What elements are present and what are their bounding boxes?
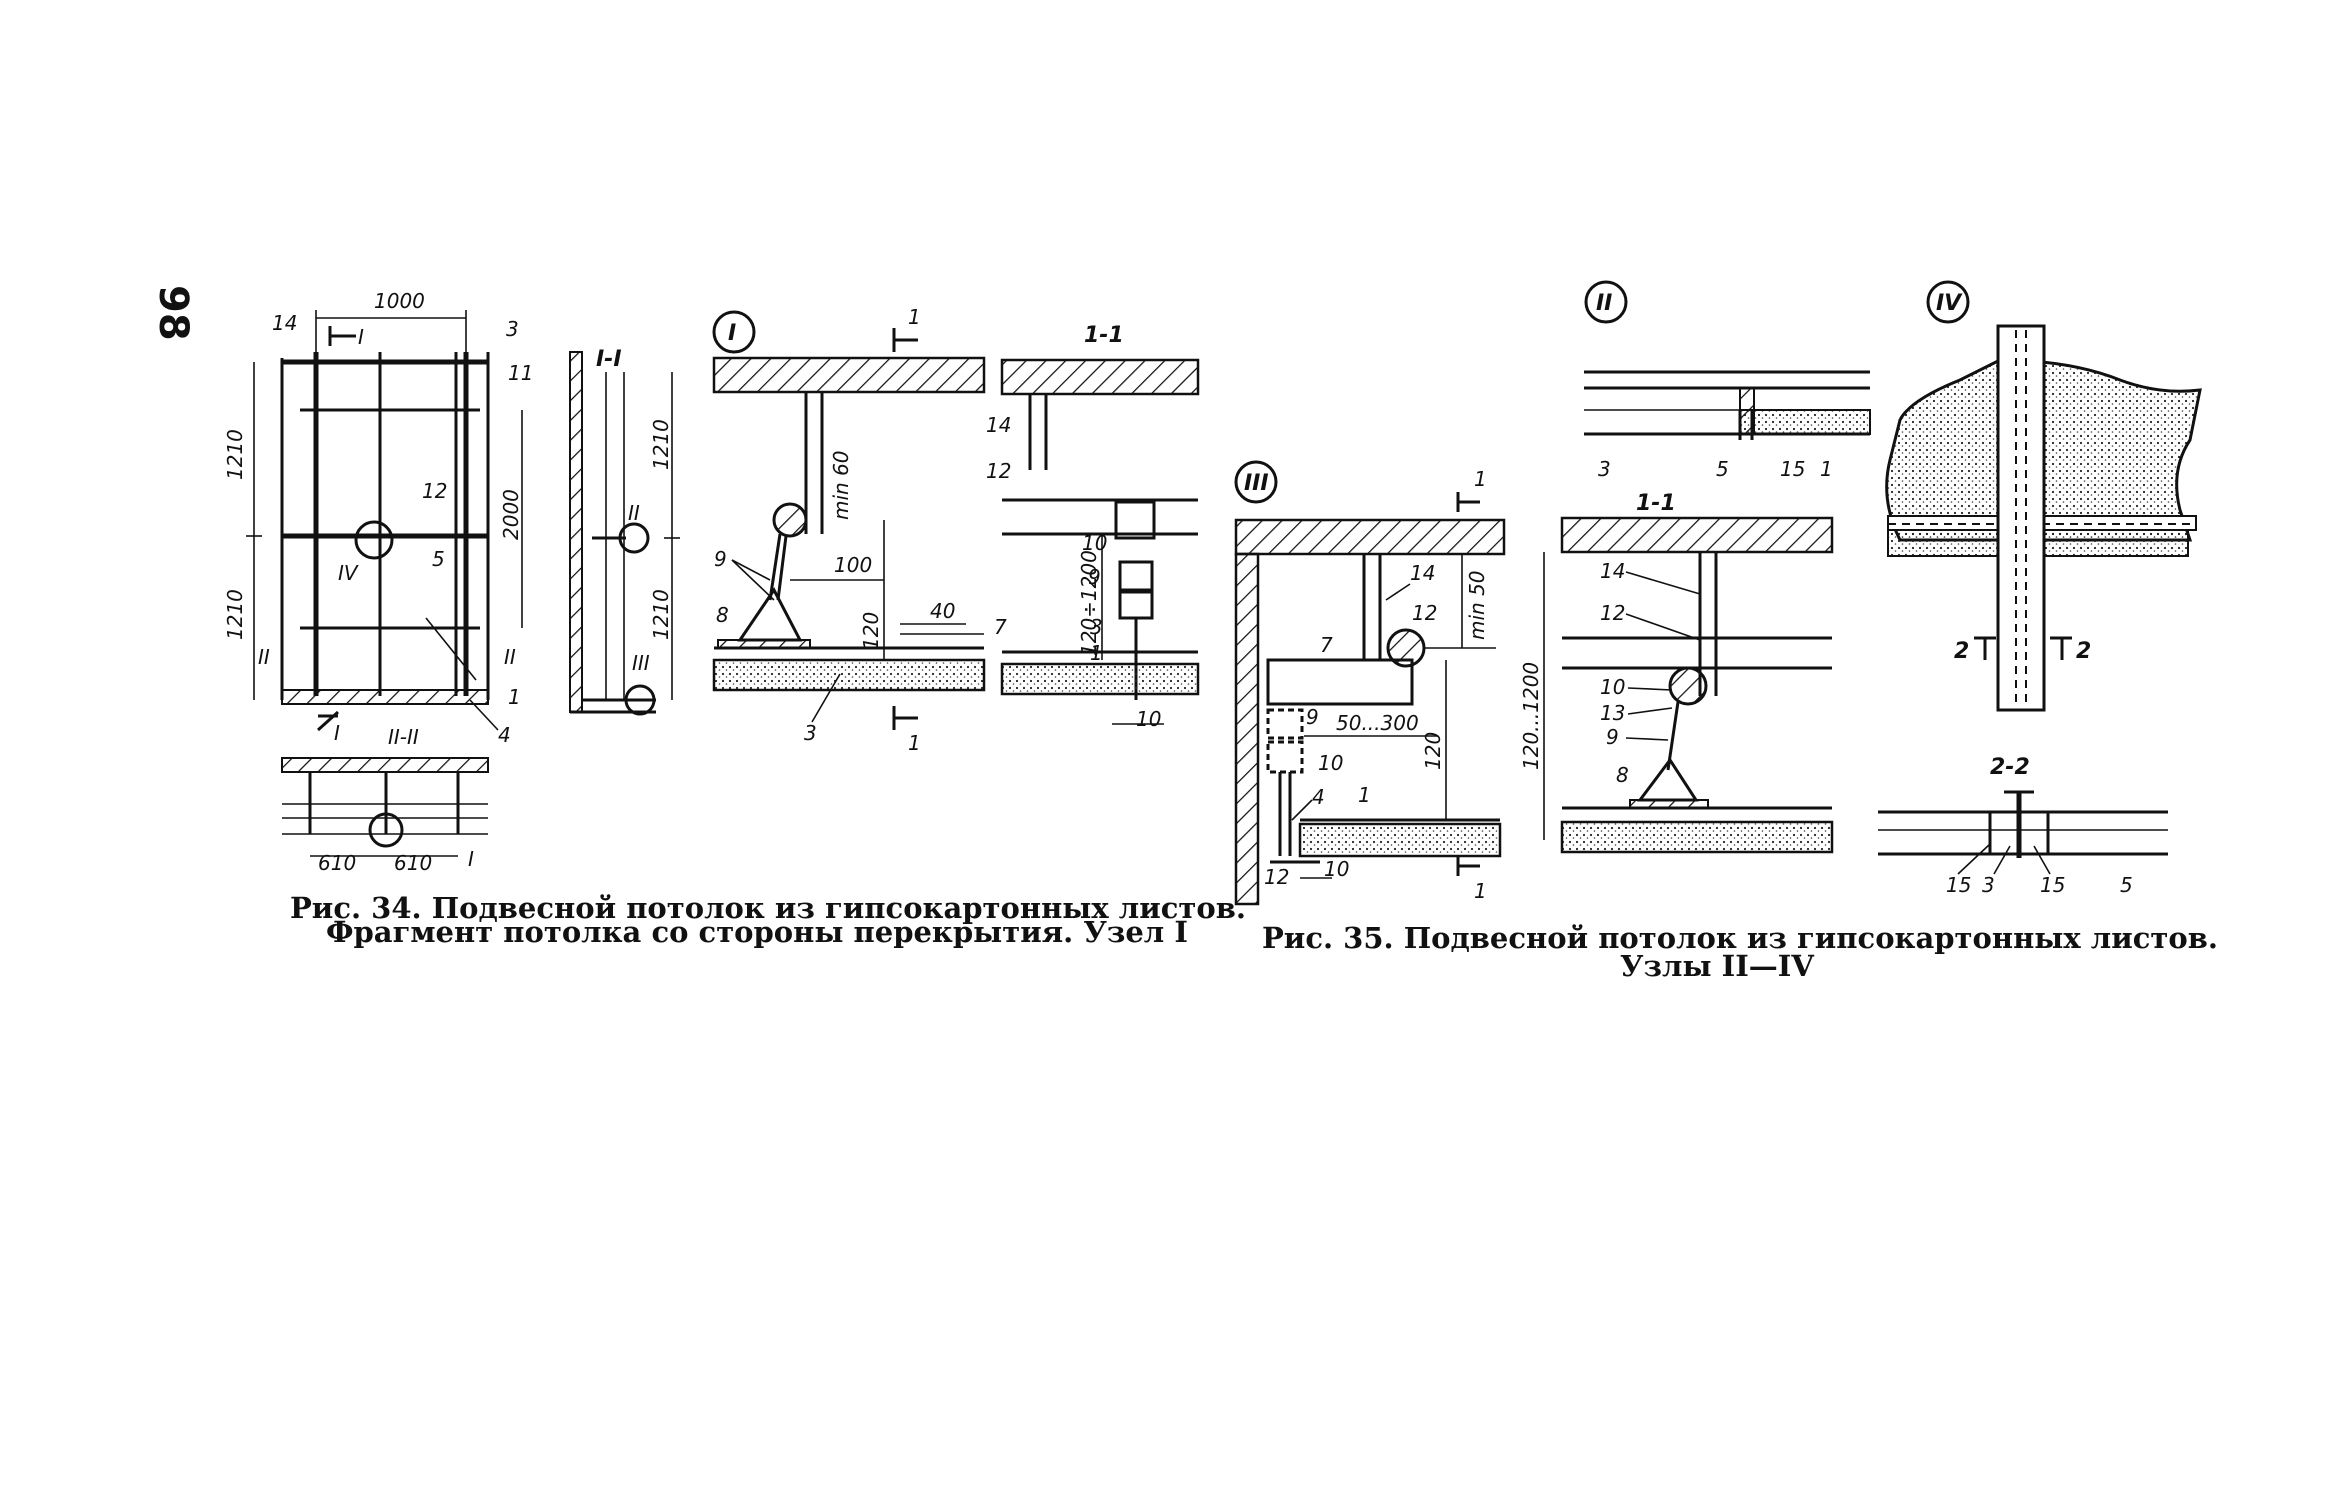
node-iii-callout-7: 7 (1320, 633, 1333, 657)
section-ii-ii-dim-left: 610 (318, 851, 356, 875)
fig34-caption-line2: Фрагмент потолка со стороны перекрытия. … (326, 915, 1188, 949)
node-i-dim-100: 100 (834, 553, 872, 577)
fig35-node-iii: III 1 min 50 120 50...300 10 14 12 (1234, 460, 1506, 906)
fig34-node-i: I 1 100 min 60 120 40 9 8 3 7 (712, 305, 1007, 755)
page-number: 98 (150, 285, 196, 341)
plan-node-ii: II (504, 645, 516, 669)
node-iii-dim-120: 120 (1421, 732, 1445, 770)
node-ii-dim-range: 120...1200 (1519, 662, 1543, 770)
section-1-1-title: 1-1 (1084, 323, 1124, 348)
plan-dim-right: 2000 (499, 489, 523, 540)
section-ii-ii-node: I (468, 847, 474, 871)
node-iv-section-title: 2-2 (1990, 755, 2030, 780)
plan-node-ii-left: II (258, 645, 270, 669)
section-i-i-node-iii: III (632, 651, 650, 675)
node-i-callout-9: 9 (714, 547, 727, 571)
node-iv-sec-callout-3: 3 (1982, 873, 1995, 897)
node-ii-callout-1: 1 (1820, 457, 1833, 481)
section-1-1-callout-1: 1 (1090, 641, 1103, 665)
fig35-node-ii: II 3 5 15 1 1-1 120...1200 14 12 10 13 9 (1519, 280, 1871, 854)
node-iii-callout-12: 12 (1412, 601, 1437, 625)
node-iv-section-mark-left: 2 (1954, 639, 1969, 664)
section-i-i-dim-top: 1210 (649, 419, 673, 470)
node-iv-sec-callout-15a: 15 (1946, 873, 1971, 897)
fig34-section-i-i: I-I 1210 1210 II III (569, 347, 680, 716)
node-i-dim-40: 40 (930, 599, 955, 623)
node-i-section-mark-top: 1 (908, 305, 921, 329)
section-i-i-node-ii: II (628, 501, 640, 525)
node-i-callout-3: 3 (804, 721, 817, 745)
node-iii-callout-4: 4 (1312, 785, 1325, 809)
plan-dim-1000: 1000 (374, 289, 425, 313)
plan-dim-left-top: 1210 (223, 429, 247, 480)
node-i-callout-7: 7 (994, 615, 1007, 639)
node-iii-dim-range: 50...300 (1336, 711, 1419, 735)
node-iv-sec-callout-5: 5 (2120, 873, 2133, 897)
node-iii-dim-10: 10 (1324, 857, 1349, 881)
node-ii-sec-callout-13: 13 (1600, 701, 1625, 725)
fig34-section-ii-ii: I II-II 610 610 I (281, 710, 489, 875)
node-iii-callout-1: 1 (1358, 783, 1371, 807)
section-ii-ii-title: II-II (388, 725, 419, 749)
section-1-1-callout-12: 12 (986, 459, 1011, 483)
node-iii-callout-14: 14 (1410, 561, 1435, 585)
node-ii-sec-callout-14: 14 (1600, 559, 1625, 583)
node-iv-section-mark-right: 2 (2076, 639, 2091, 664)
section-1-1-callout-10: 10 (1082, 531, 1107, 555)
fig34-caption-line1: Рис. 34. Подвесной потолок из гипсокарто… (290, 891, 1246, 925)
node-ii-sec-callout-12: 12 (1600, 601, 1625, 625)
section-1-1-dim-range: 120÷1200 (1077, 550, 1101, 656)
node-iii-title: III (1244, 471, 1269, 496)
node-i-callout-8: 8 (716, 603, 729, 627)
plan-callout-4: 4 (498, 723, 511, 747)
section-ii-ii-mark: I (334, 721, 340, 745)
plan-callout-5: 5 (432, 547, 445, 571)
node-i-section-mark-bottom: 1 (908, 731, 921, 755)
node-iii-section-mark-bottom: 1 (1474, 879, 1487, 903)
fig35-node-iv: IV 2 2 2-2 15 3 15 5 (1878, 280, 2202, 897)
node-iv-title: IV (1936, 291, 1963, 316)
node-iii-callout-10: 10 (1318, 751, 1343, 775)
node-i-dim-120: 120 (859, 612, 883, 650)
node-ii-callout-15: 15 (1780, 457, 1805, 481)
section-i-i-dim-bottom: 1210 (649, 589, 673, 640)
node-i-title: I (728, 321, 736, 346)
section-1-1-callout-9: 9 (1088, 565, 1101, 589)
fig35-caption-line1: Рис. 35. Подвесной потолок из гипсокарто… (1262, 921, 2218, 955)
node-iii-callout-12b: 12 (1264, 865, 1289, 889)
section-1-1-dim-10: 10 (1136, 707, 1161, 731)
node-ii-callout-3: 3 (1598, 457, 1611, 481)
node-iii-dim-min50: min 50 (1465, 570, 1489, 640)
plan-dim-left-bottom: 1210 (223, 589, 247, 640)
plan-callout-12: 12 (422, 479, 447, 503)
plan-section-mark: I (358, 325, 364, 349)
plan-callout-11: 11 (508, 361, 533, 385)
plan-node-iv: IV (338, 561, 359, 585)
node-iii-section-mark-top: 1 (1474, 467, 1487, 491)
node-i-dim-min60: min 60 (829, 450, 853, 520)
fig35-caption-line2: Узлы II—IV (1620, 949, 1814, 983)
node-iv-sec-callout-15b: 15 (2040, 873, 2065, 897)
node-ii-sec-callout-8: 8 (1616, 763, 1629, 787)
section-ii-ii-dim-right: 610 (394, 851, 432, 875)
plan-callout-1: 1 (508, 685, 521, 709)
node-ii-section-title: 1-1 (1636, 491, 1676, 516)
plan-callout-3: 3 (506, 317, 519, 341)
fig34-section-1-1: 1-1 120÷1200 10 14 12 10 9 3 1 (986, 323, 1200, 731)
node-iii-callout-9: 9 (1306, 705, 1319, 729)
section-1-1-callout-3: 3 (1090, 615, 1103, 639)
node-ii-title: II (1596, 291, 1612, 316)
section-i-i-title: I-I (596, 347, 622, 372)
node-ii-sec-callout-9: 9 (1606, 725, 1619, 749)
plan-callout-14: 14 (272, 311, 297, 335)
node-ii-sec-callout-10: 10 (1600, 675, 1625, 699)
section-1-1-callout-14: 14 (986, 413, 1011, 437)
fig34-plan: 1000 I 1210 1210 2000 IV II II 14 3 11 1… (223, 289, 533, 747)
node-ii-callout-5: 5 (1716, 457, 1729, 481)
